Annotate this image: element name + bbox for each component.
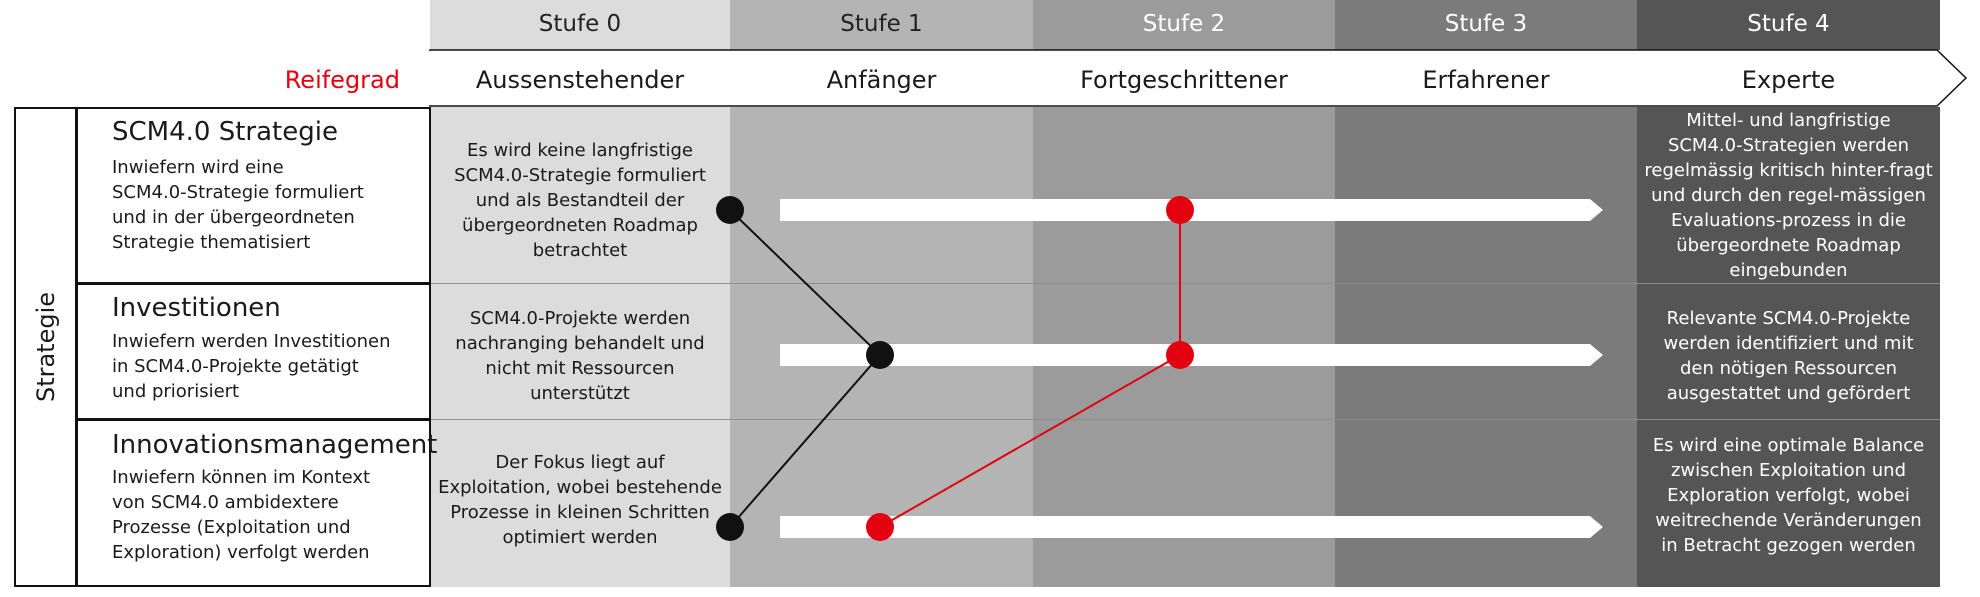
stage4-description: Mittel- und langfristige SCM4.0-Strategi… (1644, 109, 1933, 281)
stage4-description: Es wird eine optimale Balance zwischen E… (1652, 434, 1925, 556)
maturity-arrow (429, 49, 1968, 107)
profile-line-0 (729, 209, 882, 528)
row-track-arrow (780, 516, 1603, 538)
stage-column-0 (430, 107, 730, 587)
stage0-description: Es wird keine langfristige SCM4.0-Strate… (454, 139, 706, 261)
stage-header-2: Stufe 2 (1033, 0, 1335, 50)
criterion-box-innovation: Innovationsmanagement Inwiefern können i… (76, 419, 437, 587)
stage4-description: Relevante SCM4.0-Projekte werden identif… (1663, 308, 1914, 404)
profile-marker-0 (716, 196, 744, 224)
profile-marker-1 (1166, 196, 1194, 224)
criterion-title: Investitionen (112, 293, 281, 323)
profile-marker-1 (1166, 341, 1194, 369)
profile-marker-0 (716, 513, 744, 541)
level-label-2: Fortgeschrittener (1080, 66, 1288, 94)
criterion-title: SCM4.0 Strategie (112, 117, 338, 147)
maturity-label: Reifegrad (284, 66, 400, 94)
stage-header-4: Stufe 4 (1637, 0, 1940, 50)
criterion-box-strategy: SCM4.0 Strategie Inwiefern wird eine SCM… (76, 107, 431, 284)
profile-marker-1 (866, 513, 894, 541)
criterion-title: Innovationsmanagement (112, 430, 438, 460)
stage-column-4 (1637, 107, 1940, 587)
criterion-description: Inwiefern wird eine SCM4.0-Strategie for… (112, 157, 364, 253)
criterion-description: Inwiefern werden Investitionen in SCM4.0… (112, 331, 391, 402)
stage-header-1: Stufe 1 (730, 0, 1033, 50)
profile-marker-0 (866, 341, 894, 369)
row-separator (430, 419, 1940, 420)
stage-header-3: Stufe 3 (1335, 0, 1637, 50)
level-label-4: Experte (1741, 66, 1836, 94)
level-label-3: Erfahrener (1422, 66, 1550, 94)
stage-header-0: Stufe 0 (430, 0, 730, 50)
level-label-1: Anfänger (826, 66, 937, 94)
stage0-description: Der Fokus liegt auf Exploitation, wobei … (438, 452, 722, 548)
level-label-0: Aussenstehender (475, 66, 685, 94)
profile-line-1 (879, 210, 1181, 528)
row-separator (430, 283, 1940, 284)
stage0-description: SCM4.0-Projekte werden nachranging behan… (455, 308, 705, 404)
criterion-description: Inwiefern können im Kontext von SCM4.0 a… (112, 467, 371, 563)
